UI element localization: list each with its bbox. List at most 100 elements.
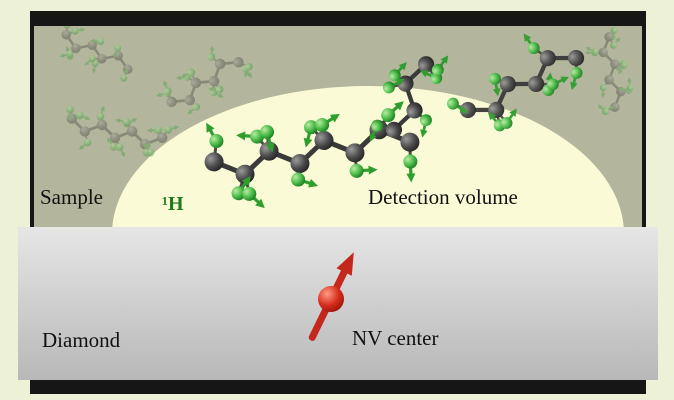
bottom-bar bbox=[30, 380, 646, 394]
carbon-atom bbox=[539, 50, 556, 67]
carbon-atom bbox=[97, 54, 107, 64]
hydrogen-atom bbox=[192, 103, 201, 111]
hydrogen-atom bbox=[242, 186, 257, 201]
carbon-atom bbox=[604, 32, 614, 42]
hydrogen-atom bbox=[315, 118, 330, 133]
carbon-atom bbox=[204, 152, 224, 172]
carbon-atom bbox=[567, 49, 585, 67]
hydrogen-atom bbox=[164, 87, 172, 96]
carbon-atom bbox=[190, 77, 202, 89]
hydrogen-atom bbox=[88, 55, 96, 63]
hydrogen-atom bbox=[97, 38, 105, 46]
hydrogen-atom bbox=[207, 53, 216, 61]
carbon-atom bbox=[314, 130, 334, 150]
hydrogen-atom bbox=[75, 111, 84, 120]
hydrogen-atom bbox=[591, 48, 599, 56]
carbon-atom bbox=[87, 40, 97, 50]
carbon-atom bbox=[233, 56, 244, 68]
hydrogen-atom bbox=[122, 118, 131, 126]
molecules-layer bbox=[59, 26, 634, 209]
molecule bbox=[66, 105, 180, 158]
carbon-atom bbox=[139, 139, 151, 150]
hydrogen-atom bbox=[187, 68, 196, 77]
carbon-atom bbox=[406, 102, 423, 119]
hydrogen-atom bbox=[527, 42, 540, 55]
molecule bbox=[446, 33, 585, 132]
hydrogen-atom bbox=[500, 117, 513, 129]
carbon-atom bbox=[604, 75, 614, 85]
carbon-atom bbox=[96, 119, 108, 131]
carbon-atom bbox=[61, 29, 71, 40]
hydrogen-atom bbox=[446, 97, 459, 110]
carbon-atom bbox=[400, 132, 420, 152]
hydrogen-atom bbox=[66, 50, 74, 58]
carbon-atom bbox=[126, 126, 138, 137]
hydrogen-atom bbox=[245, 62, 253, 71]
hydrogen-spin-label: ¹H bbox=[162, 193, 184, 215]
hydrogen-atom bbox=[303, 120, 318, 135]
hydrogen-atom bbox=[431, 63, 444, 76]
carbon-atom bbox=[616, 86, 626, 97]
hydrogen-atom bbox=[71, 27, 79, 35]
hydrogen-atom bbox=[154, 126, 163, 135]
hydrogen-atom bbox=[260, 125, 275, 140]
carbon-atom bbox=[290, 154, 310, 174]
carbon-atom bbox=[208, 75, 220, 87]
hydrogen-atom bbox=[291, 172, 306, 187]
hydrogen-atom bbox=[599, 84, 607, 92]
carbon-atom bbox=[184, 94, 196, 106]
carbon-atom bbox=[417, 56, 435, 73]
hydrogen-atom bbox=[209, 134, 224, 149]
hydrogen-atom bbox=[349, 163, 364, 178]
hydrogen-atom bbox=[610, 26, 618, 34]
hydrogen-atom bbox=[114, 44, 122, 52]
hydrogen-atom bbox=[146, 148, 155, 157]
molecule bbox=[369, 55, 449, 142]
carbon-atom bbox=[528, 75, 545, 93]
hydrogen-atom bbox=[231, 186, 246, 201]
carbon-atom bbox=[166, 96, 177, 108]
hydrogen-atom bbox=[403, 154, 418, 169]
carbon-atom bbox=[385, 121, 403, 138]
carbon-atom bbox=[71, 43, 81, 54]
carbon-atom bbox=[610, 102, 620, 112]
molecule bbox=[156, 45, 253, 115]
molecule bbox=[59, 26, 133, 82]
carbon-atom bbox=[123, 64, 133, 75]
carbon-atom bbox=[459, 101, 477, 119]
hydrogen-atom bbox=[620, 61, 628, 69]
carbon-atom bbox=[499, 75, 516, 93]
molecule bbox=[204, 101, 420, 209]
hydrogen-atom bbox=[489, 72, 501, 85]
diamond-label: Diamond bbox=[42, 328, 121, 352]
hydrogen-atom bbox=[419, 114, 432, 127]
detection-volume-label: Detection volume bbox=[368, 185, 518, 209]
hydrogen-atom bbox=[381, 108, 396, 123]
carbon-atom bbox=[156, 132, 168, 143]
left-edge bbox=[30, 11, 34, 227]
hydrogen-atom bbox=[83, 138, 92, 147]
hydrogen-atom bbox=[602, 108, 610, 116]
hydrogen-atom bbox=[570, 66, 583, 79]
carbon-atom bbox=[259, 141, 279, 161]
hydrogen-atom bbox=[66, 105, 74, 114]
right-edge bbox=[642, 11, 646, 227]
hydrogen-atom bbox=[382, 81, 395, 94]
hydrogen-atom bbox=[388, 69, 401, 82]
carbon-atom bbox=[113, 50, 123, 61]
hydrogen-atom bbox=[546, 78, 559, 91]
hydrogen-atom bbox=[164, 126, 173, 134]
carbon-atom bbox=[109, 132, 121, 144]
molecule bbox=[584, 26, 634, 116]
hydrogen-atom bbox=[120, 74, 128, 82]
carbon-atom bbox=[214, 58, 226, 70]
nv-center-sphere bbox=[318, 286, 344, 312]
carbon-atom bbox=[345, 143, 365, 163]
nv-center-label: NV center bbox=[352, 326, 439, 350]
hydrogen-atom bbox=[215, 85, 224, 94]
hydrogen-atom bbox=[63, 26, 71, 29]
sample-label: Sample bbox=[40, 185, 103, 209]
hydrogen-atom bbox=[109, 142, 118, 151]
